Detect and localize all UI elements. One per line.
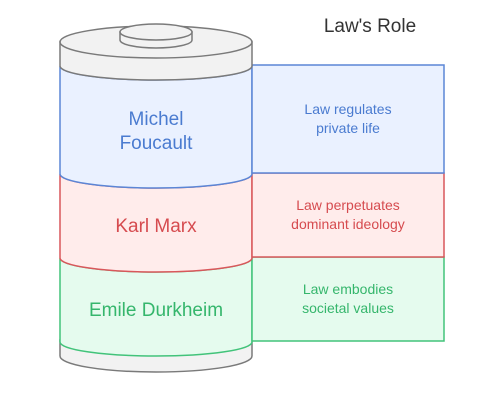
description-foucault-text: Law regulates private life bbox=[304, 101, 392, 136]
description-box-durkheim bbox=[251, 256, 445, 342]
diagram-title: Law's Role bbox=[323, 16, 417, 37]
description-durkheim: Law embodies societal values bbox=[252, 280, 444, 318]
description-box-foucault bbox=[251, 64, 445, 174]
segment-name-marx: Karl Marx bbox=[60, 215, 252, 239]
segment-name-durkheim-line: Emile Durkheim bbox=[88, 300, 224, 321]
battery-terminal-top bbox=[119, 23, 193, 41]
segment-name-foucault: Michel Foucault bbox=[60, 108, 252, 156]
segment-name-foucault-line: Michel Foucault bbox=[119, 109, 193, 154]
description-marx: Law perpetuates dominant ideology bbox=[252, 196, 444, 234]
description-box-marx bbox=[251, 172, 445, 258]
segment-name-durkheim: Emile Durkheim bbox=[60, 299, 252, 323]
segment-name-marx-line: Karl Marx bbox=[115, 216, 197, 237]
description-marx-text: Law perpetuates dominant ideology bbox=[291, 197, 405, 232]
description-foucault: Law regulates private life bbox=[252, 100, 444, 138]
description-durkheim-text: Law embodies societal values bbox=[302, 281, 394, 316]
